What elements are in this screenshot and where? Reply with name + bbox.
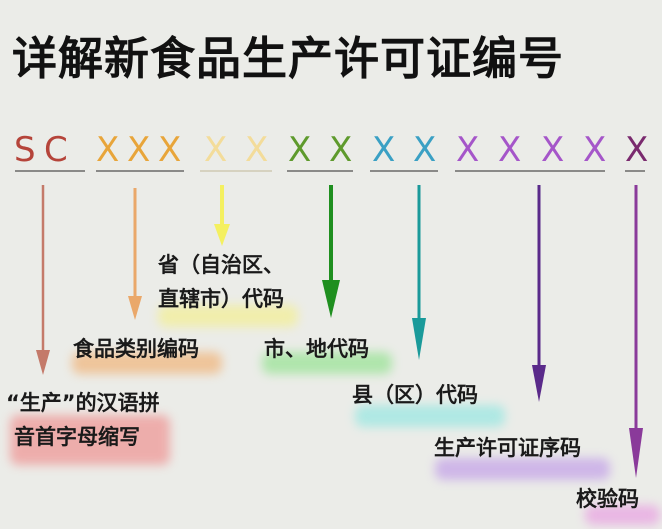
code-char-s: S <box>14 130 36 170</box>
code-char-x: X <box>372 130 396 170</box>
label-province-line2: 直辖市）代码 <box>158 287 284 311</box>
code-char-x: X <box>625 130 649 170</box>
label-sc-line1: “生产”的汉语拼 <box>6 391 160 415</box>
arrow-icon <box>128 188 142 320</box>
arrow-icon <box>532 185 546 402</box>
highlight-food-category <box>72 352 222 374</box>
code-char-x: X <box>96 130 120 170</box>
code-char-x: X <box>541 130 565 170</box>
code-char-x: X <box>204 130 228 170</box>
highlight-city <box>262 352 392 374</box>
code-char-x: X <box>245 130 269 170</box>
code-char-x: X <box>329 130 353 170</box>
underline-city <box>287 170 353 172</box>
label-food-category: 食品类别编码 <box>73 337 199 361</box>
arrow-icon <box>36 185 50 375</box>
underline-county <box>370 170 438 172</box>
arrow-icon <box>629 185 643 478</box>
highlight-province <box>158 305 298 327</box>
underline-serial <box>455 170 605 172</box>
code-char-x: X <box>288 130 312 170</box>
label-check: 校验码 <box>576 487 639 511</box>
code-char-x: X <box>127 130 151 170</box>
label-serial: 生产许可证序码 <box>434 436 581 460</box>
label-county: 县（区）代码 <box>352 383 478 407</box>
highlight-sc <box>10 415 170 465</box>
code-char-x: X <box>583 130 607 170</box>
arrow-icon <box>214 185 230 246</box>
code-char-c: C <box>44 130 68 170</box>
underline-food-category <box>96 170 184 172</box>
code-char-x: X <box>158 130 182 170</box>
highlight-serial <box>435 458 610 480</box>
code-char-x: X <box>456 130 480 170</box>
code-char-x: X <box>498 130 522 170</box>
label-city: 市、地代码 <box>264 337 369 361</box>
arrow-icon <box>412 185 426 360</box>
highlight-check <box>585 505 660 525</box>
label-sc-line2: 音首字母缩写 <box>14 425 140 449</box>
page-title: 详解新食品生产许可证编号 <box>12 32 565 85</box>
underline-sc <box>15 170 85 172</box>
highlight-county <box>355 405 505 427</box>
underline-check <box>625 170 645 172</box>
code-char-x: X <box>413 130 437 170</box>
arrow-icon <box>322 185 340 318</box>
label-province-line1: 省（自治区、 <box>158 253 284 277</box>
underline-province <box>200 170 272 172</box>
